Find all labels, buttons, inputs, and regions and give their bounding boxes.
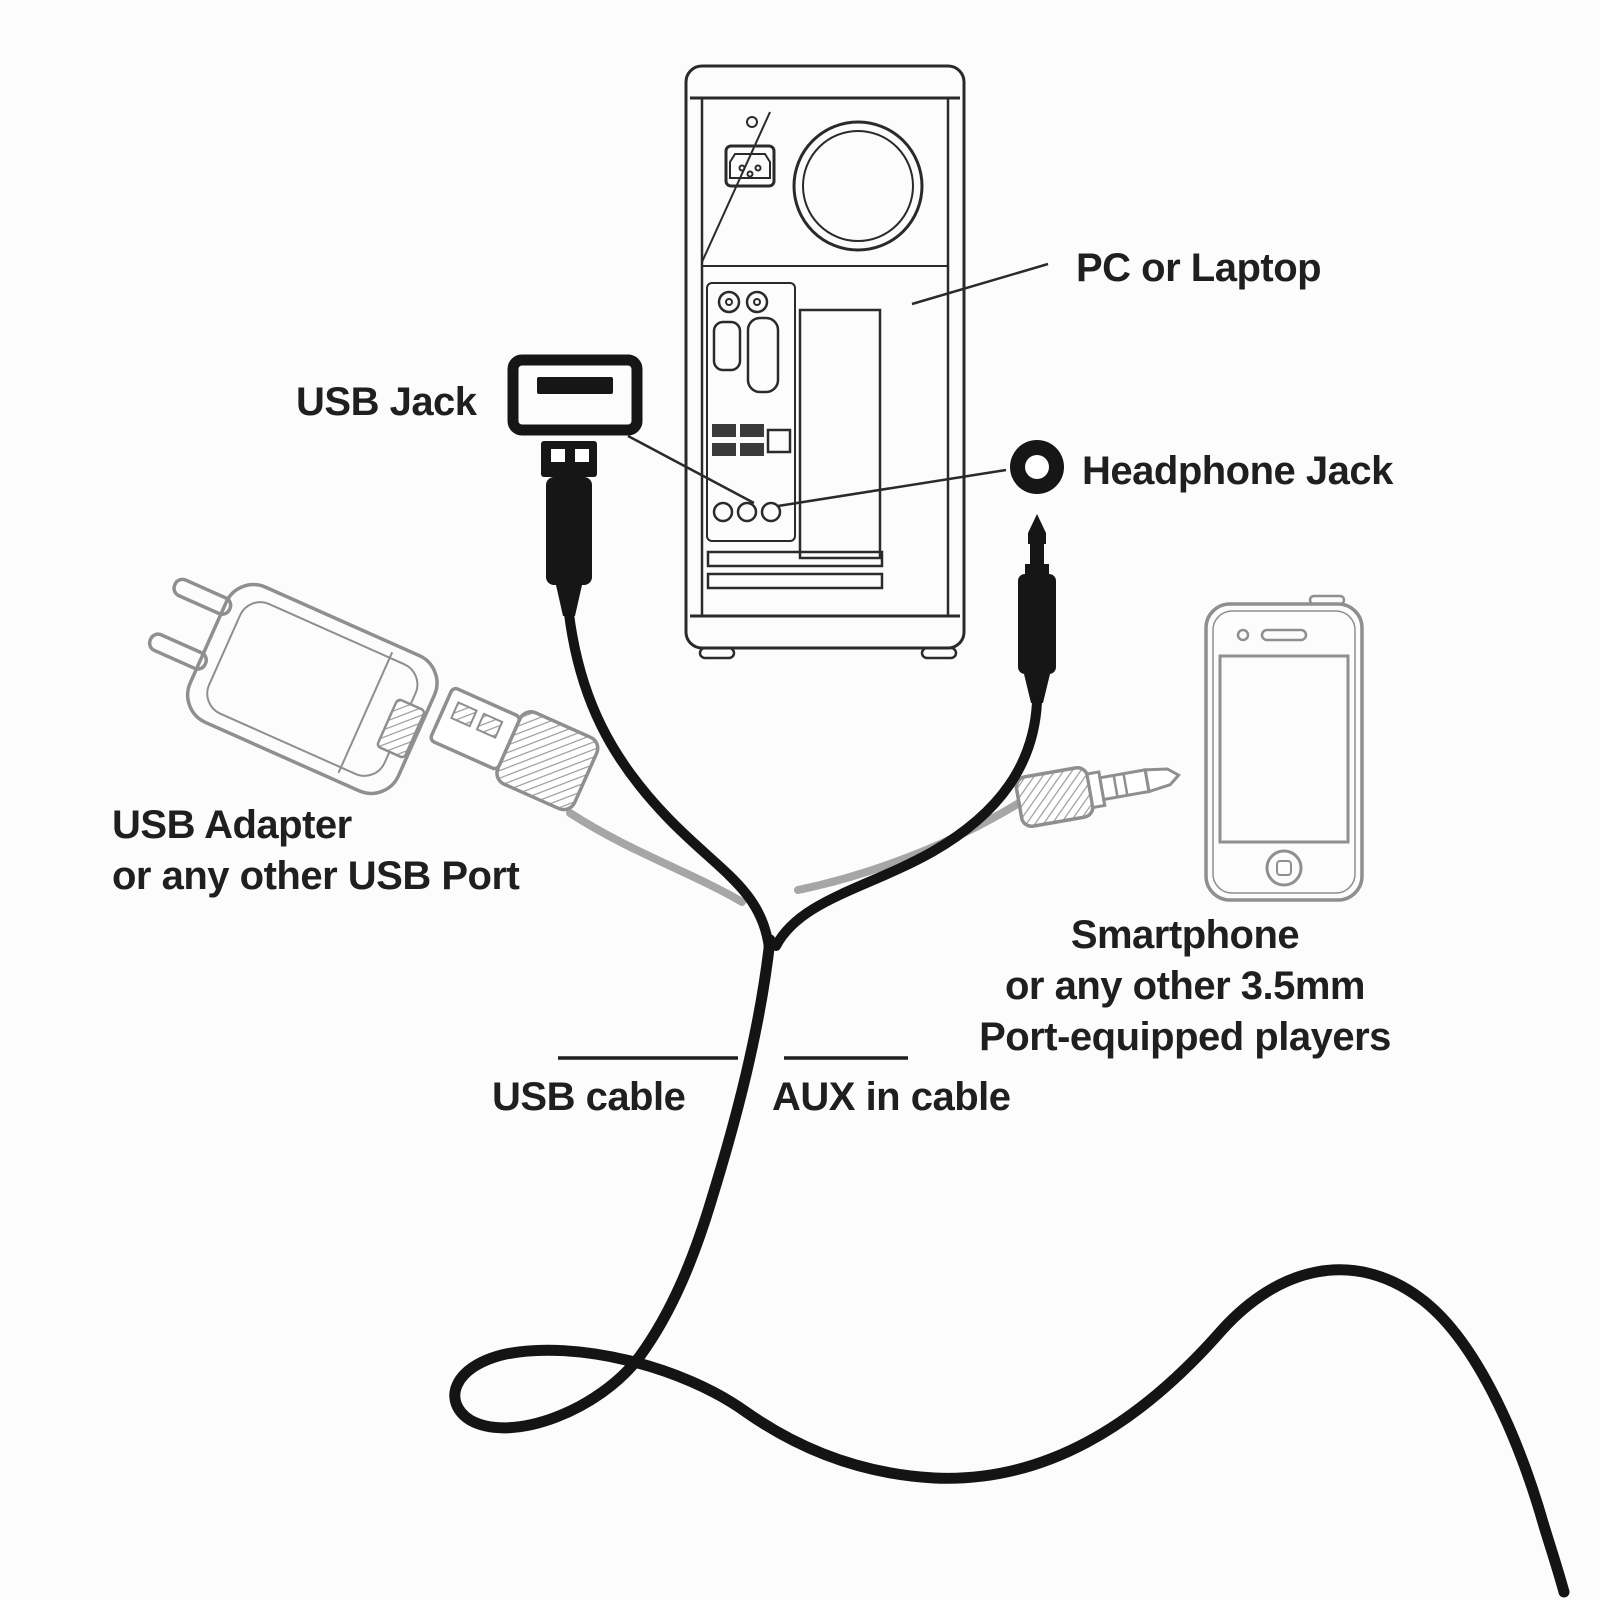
phone-camera bbox=[1236, 628, 1250, 642]
pc-power-inlet bbox=[724, 144, 776, 188]
headphone-jack-icon bbox=[1010, 440, 1064, 494]
smartphone-label-line1: Smartphone bbox=[1070, 913, 1300, 957]
aux-cable-label: AUX in cable bbox=[772, 1075, 1011, 1119]
usb-adapter-label-line2: or any other USB Port bbox=[112, 854, 520, 899]
pc-leader-line bbox=[911, 262, 1049, 306]
usb-jack-icon bbox=[507, 354, 643, 436]
adapter-usb-port bbox=[376, 698, 426, 759]
pc-audio-jack bbox=[736, 501, 758, 523]
pc-ps2-port bbox=[745, 290, 769, 314]
headphone-leader-line bbox=[777, 468, 1007, 508]
pc-usb-port bbox=[712, 443, 736, 456]
pc-usb-port bbox=[712, 424, 736, 437]
aux-sketch-cable bbox=[794, 799, 1023, 894]
pc-expansion-slot bbox=[706, 550, 884, 568]
adapter-prong bbox=[172, 577, 233, 616]
phone-power-button bbox=[1308, 594, 1346, 606]
smartphone-label-line3: Port-equipped players bbox=[979, 1015, 1391, 1060]
combined-cable-path bbox=[449, 934, 1570, 1598]
phone-earpiece bbox=[1260, 628, 1308, 642]
usb-adapter-sketch-cable bbox=[566, 809, 746, 906]
pc-label: PC or Laptop bbox=[1076, 246, 1322, 290]
usb-jack-label: USB Jack bbox=[296, 380, 477, 424]
smartphone-illustration bbox=[1204, 594, 1364, 902]
usb-adapter-label-line1: USB Adapter bbox=[112, 803, 352, 847]
usb-plug-sketch bbox=[429, 686, 600, 812]
pc-audio-jack bbox=[712, 501, 734, 523]
usb-cable-path bbox=[564, 609, 774, 953]
adapter-prong bbox=[147, 632, 208, 671]
phone-screen bbox=[1218, 654, 1350, 844]
pc-usb-port bbox=[740, 443, 764, 456]
usb-adapter-illustration bbox=[147, 577, 439, 796]
aux-plug-icon bbox=[1018, 514, 1056, 703]
pc-fan bbox=[792, 120, 924, 252]
smartphone-label: Smartphone or any other 3.5mm Port-equip… bbox=[945, 910, 1425, 1064]
pc-ethernet-port bbox=[766, 428, 792, 454]
pc-tower-illustration bbox=[684, 64, 966, 660]
pc-usb-port bbox=[740, 424, 764, 437]
pc-parallel-port bbox=[746, 316, 780, 394]
pc-vga-port bbox=[712, 320, 742, 372]
headphone-jack-label: Headphone Jack bbox=[1082, 449, 1393, 493]
pc-audio-jack bbox=[760, 501, 782, 523]
usb-jack-leader-line bbox=[627, 434, 755, 505]
aux-plug-sketch bbox=[1014, 765, 1181, 829]
pc-expansion-slot bbox=[706, 572, 884, 590]
usb-cable-label: USB cable bbox=[492, 1075, 686, 1119]
aux-cable-path bbox=[771, 697, 1042, 951]
pc-ps2-port bbox=[717, 290, 741, 314]
usb-connector-icon bbox=[541, 441, 597, 616]
usb-adapter-label: USB Adapter or any other USB Port bbox=[112, 800, 520, 902]
phone-home-button bbox=[1265, 849, 1303, 887]
smartphone-label-line2: or any other 3.5mm bbox=[1004, 964, 1366, 1009]
